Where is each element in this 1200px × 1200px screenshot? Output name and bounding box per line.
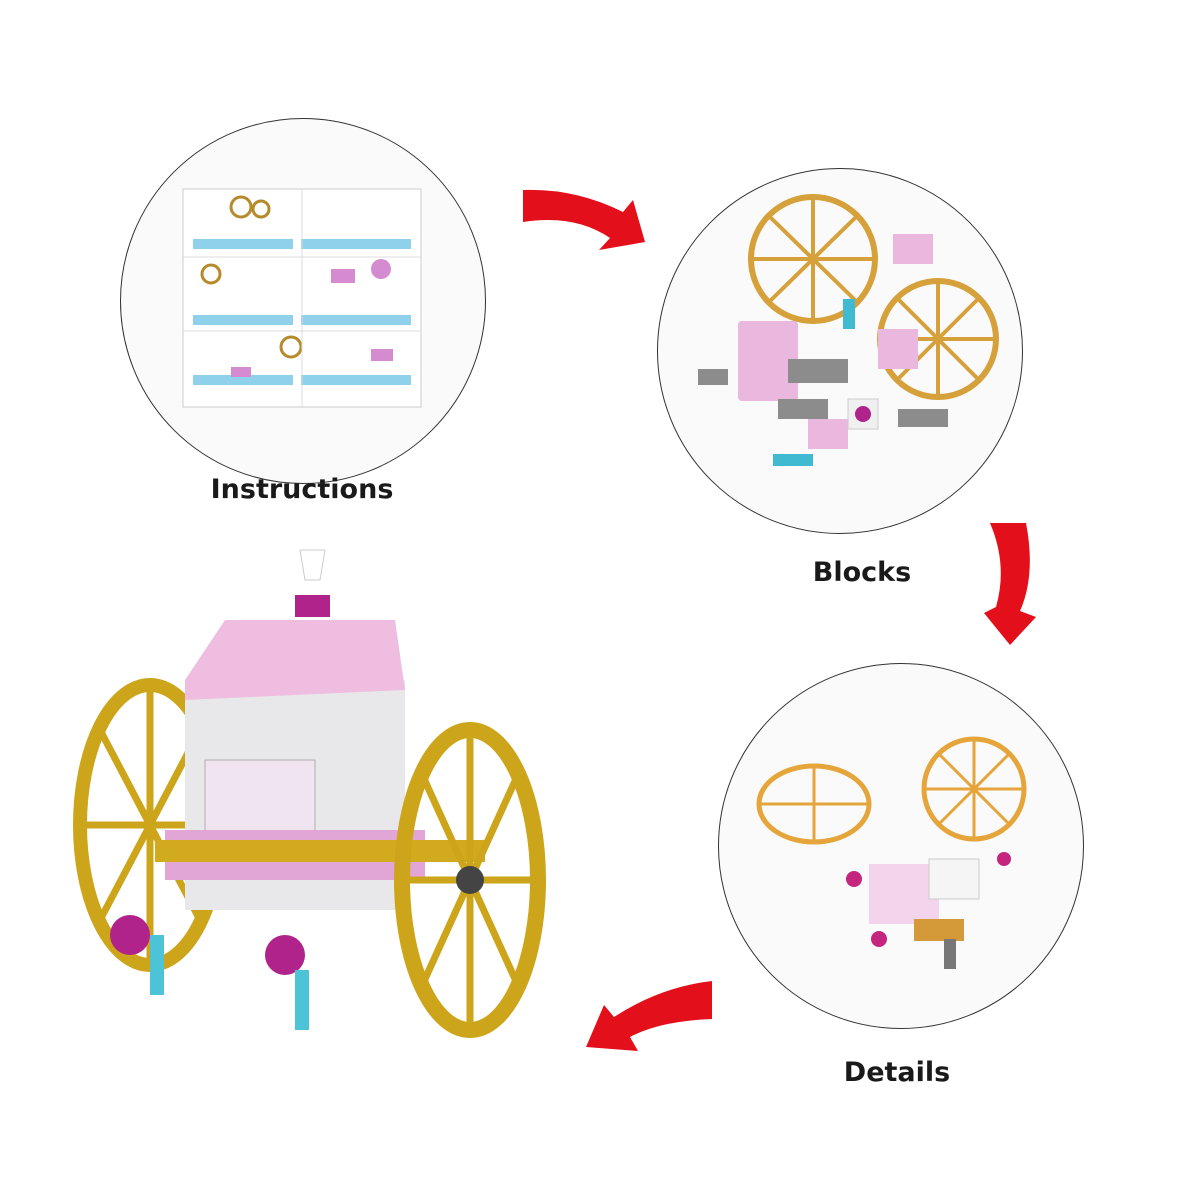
blocks-circle <box>657 168 1023 534</box>
instructions-label: Instructions <box>210 474 394 505</box>
details-circle <box>718 663 1084 1029</box>
arrow-left-icon <box>586 981 712 1051</box>
arrow-right-icon <box>523 189 645 250</box>
details-label: Details <box>843 1057 951 1088</box>
partial-assembly-image <box>756 736 1027 969</box>
arrow-down-icon <box>984 523 1036 645</box>
loose-blocks-image <box>698 194 999 466</box>
instruction-sheet-image <box>182 188 422 408</box>
blocks-label: Blocks <box>812 557 912 588</box>
instructions-circle <box>120 118 486 484</box>
finished-carriage-image <box>73 549 546 1038</box>
